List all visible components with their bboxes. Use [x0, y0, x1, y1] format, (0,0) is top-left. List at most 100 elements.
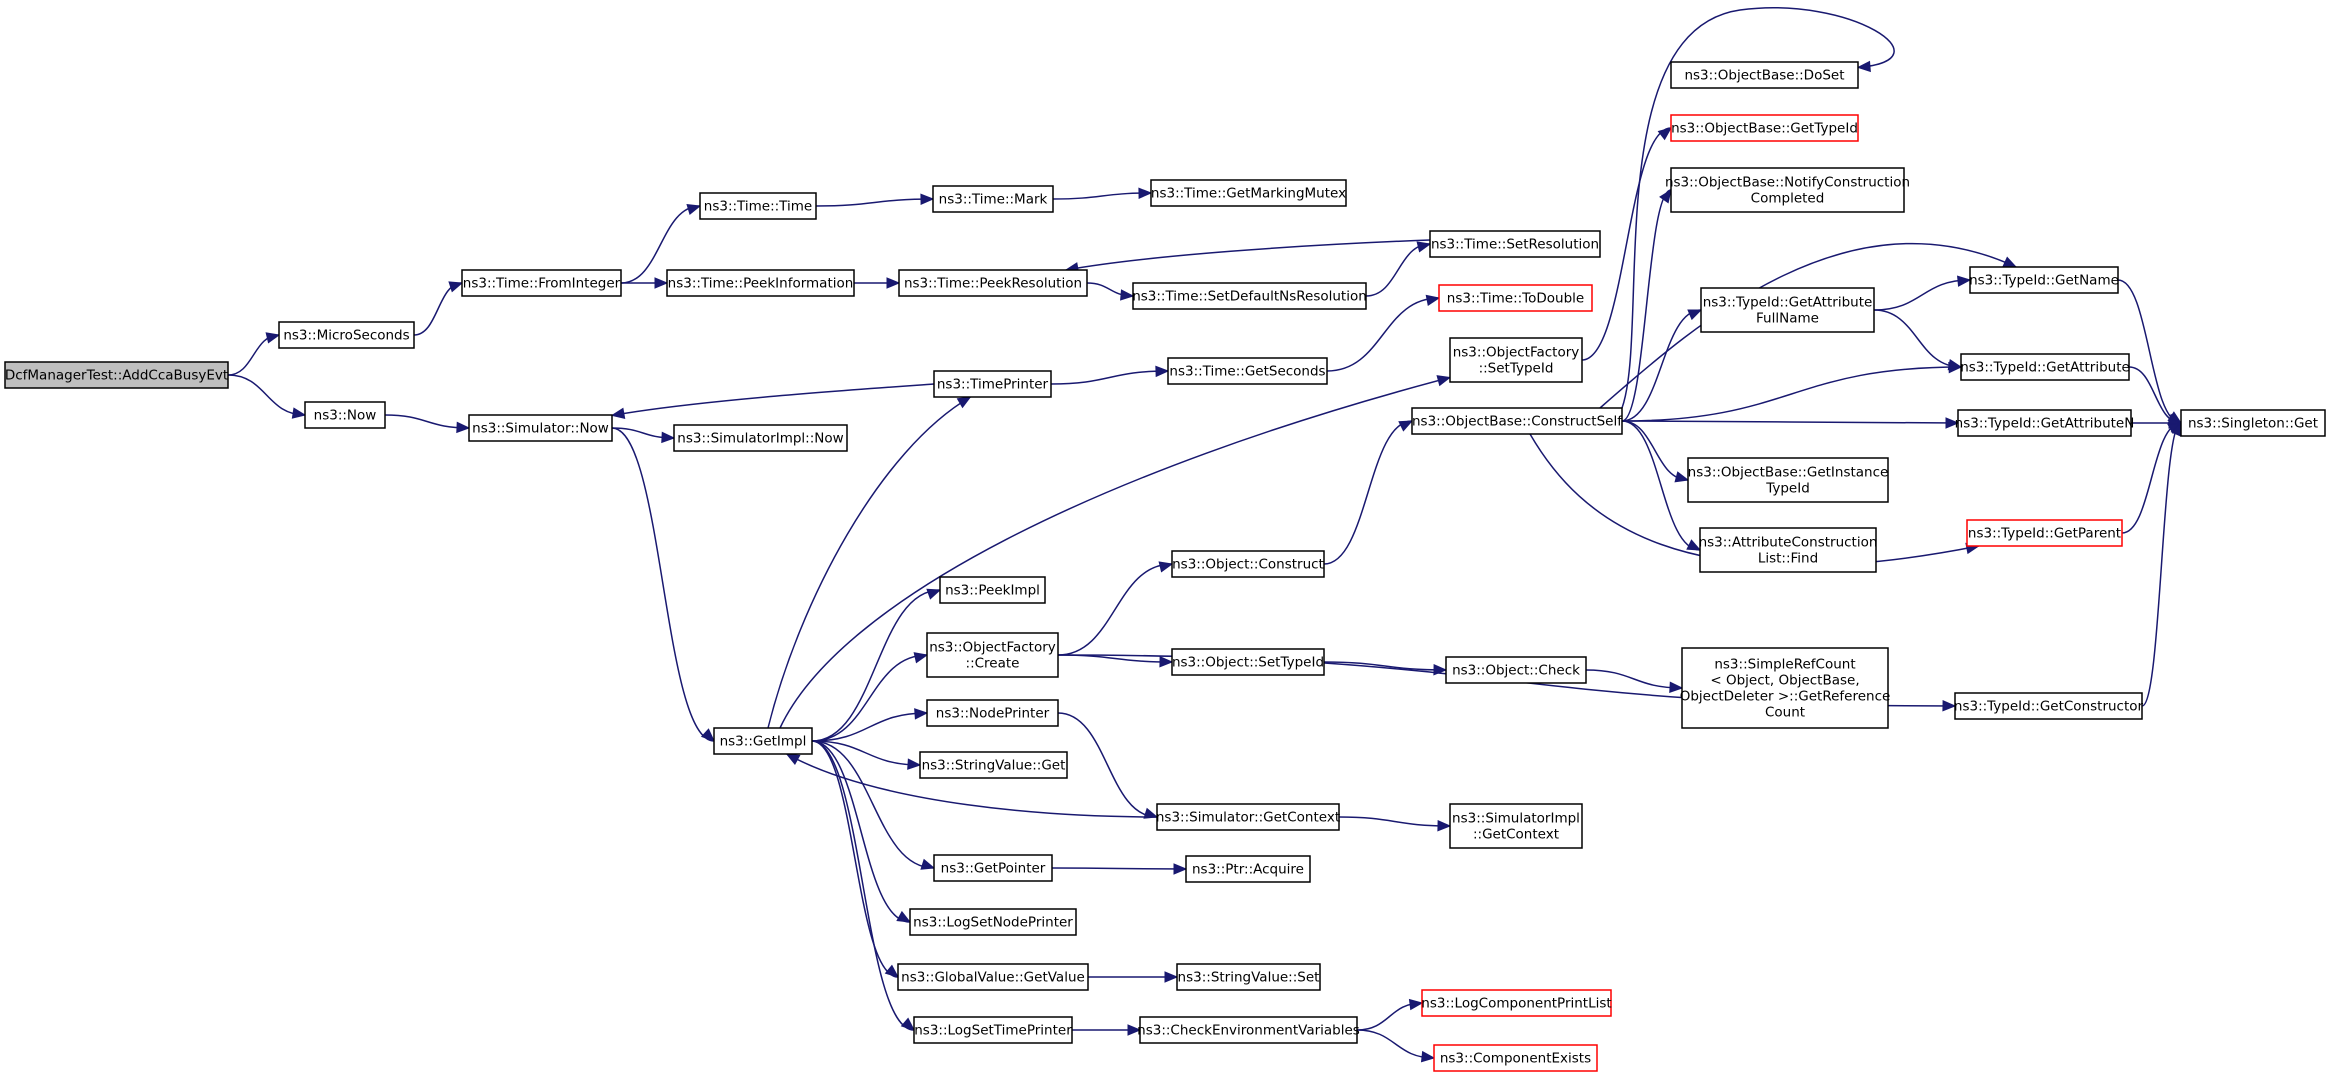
node-box[interactable] — [897, 963, 1089, 991]
node-peekinfo[interactable]: ns3::Time::PeekInformation — [666, 269, 855, 297]
node-checkenv[interactable]: ns3::CheckEnvironmentVariables — [1137, 1016, 1360, 1044]
node-box[interactable] — [461, 269, 622, 297]
node-box[interactable] — [1185, 855, 1311, 883]
node-peekres[interactable]: ns3::Time::PeekResolution — [898, 269, 1088, 297]
node-setdefns[interactable]: ns3::Time::SetDefaultNsResolution — [1132, 282, 1367, 310]
node-todouble[interactable]: ns3::Time::ToDouble — [1438, 284, 1593, 312]
node-box[interactable] — [1449, 803, 1583, 849]
node-box[interactable] — [926, 632, 1059, 678]
node-box[interactable] — [1681, 647, 1889, 729]
node-box[interactable] — [1429, 230, 1601, 258]
node-compexists[interactable]: ns3::ComponentExists — [1433, 1044, 1598, 1072]
node-box[interactable] — [909, 908, 1077, 936]
node-ofsettypeid[interactable]: ns3::ObjectFactory::SetTypeId — [1449, 337, 1583, 383]
node-now[interactable]: ns3::Now — [304, 401, 386, 429]
node-box[interactable] — [1167, 357, 1328, 385]
node-box[interactable] — [1670, 61, 1859, 89]
node-tidgetattrn[interactable]: ns3::TypeId::GetAttributeN — [1955, 409, 2135, 437]
node-box[interactable] — [1150, 179, 1347, 207]
node-implgetctx[interactable]: ns3::SimulatorImpl::GetContext — [1449, 803, 1583, 849]
node-tidgetname[interactable]: ns3::TypeId::GetName — [1969, 266, 2119, 294]
node-box[interactable] — [2180, 409, 2326, 437]
node-nodeprinter[interactable]: ns3::NodePrinter — [926, 699, 1059, 727]
node-box[interactable] — [4, 361, 229, 389]
node-tidgetctor[interactable]: ns3::TypeId::GetConstructor — [1954, 692, 2144, 720]
node-box[interactable] — [1687, 457, 1889, 503]
node-doset[interactable]: ns3::ObjectBase::DoSet — [1670, 61, 1859, 89]
node-logsetnode[interactable]: ns3::LogSetNodePrinter — [909, 908, 1077, 936]
node-root[interactable]: DcfManagerTest::AddCcaBusyEvt — [4, 361, 229, 389]
node-implnow[interactable]: ns3::SimulatorImpl::Now — [673, 424, 848, 452]
node-srcgetref[interactable]: ns3::SimpleRefCount< Object, ObjectBase,… — [1680, 647, 1891, 729]
node-objconstruct[interactable]: ns3::Object::Construct — [1171, 550, 1325, 578]
node-box[interactable] — [304, 401, 386, 429]
node-singleton[interactable]: ns3::Singleton::Get — [2180, 409, 2326, 437]
node-tidgetattr[interactable]: ns3::TypeId::GetAttribute — [1960, 353, 2130, 381]
node-box[interactable] — [1670, 167, 1905, 213]
node-box[interactable] — [278, 321, 415, 349]
node-box[interactable] — [1969, 266, 2119, 294]
node-us[interactable]: ns3::MicroSeconds — [278, 321, 415, 349]
node-box[interactable] — [1699, 527, 1877, 573]
node-box[interactable] — [713, 727, 813, 755]
node-box[interactable] — [666, 269, 855, 297]
node-objcheck[interactable]: ns3::Object::Check — [1445, 656, 1587, 684]
node-logsettime[interactable]: ns3::LogSetTimePrinter — [913, 1016, 1073, 1044]
node-box[interactable] — [1132, 282, 1367, 310]
node-setres[interactable]: ns3::Time::SetResolution — [1429, 230, 1601, 258]
node-ptracquire[interactable]: ns3::Ptr::Acquire — [1185, 855, 1311, 883]
node-box[interactable] — [933, 370, 1052, 398]
node-box[interactable] — [1411, 407, 1623, 435]
node-getseconds[interactable]: ns3::Time::GetSeconds — [1167, 357, 1328, 385]
node-box[interactable] — [1445, 656, 1587, 684]
node-box[interactable] — [932, 185, 1054, 213]
node-box[interactable] — [1438, 284, 1593, 312]
node-peekimpl[interactable]: ns3::PeekImpl — [939, 576, 1046, 604]
node-box[interactable] — [919, 751, 1068, 779]
node-box[interactable] — [1139, 1016, 1358, 1044]
node-box[interactable] — [673, 424, 848, 452]
node-box[interactable] — [1449, 337, 1583, 383]
node-svset[interactable]: ns3::StringValue::Set — [1176, 963, 1321, 991]
node-ofcreate[interactable]: ns3::ObjectFactory::Create — [926, 632, 1059, 678]
node-getimpl[interactable]: ns3::GetImpl — [713, 727, 813, 755]
node-box[interactable] — [1670, 114, 1859, 142]
node-obgettypeid[interactable]: ns3::ObjectBase::GetTypeId — [1670, 114, 1859, 142]
node-box[interactable] — [1156, 803, 1340, 831]
node-box[interactable] — [933, 854, 1053, 882]
node-fromint[interactable]: ns3::Time::FromInteger — [461, 269, 622, 297]
node-box[interactable] — [1966, 519, 2123, 547]
node-box[interactable] — [1700, 287, 1875, 333]
node-box[interactable] — [1954, 692, 2143, 720]
node-box[interactable] — [1176, 963, 1321, 991]
node-box[interactable] — [1433, 1044, 1598, 1072]
node-box[interactable] — [1421, 989, 1612, 1017]
node-box[interactable] — [699, 192, 817, 220]
node-mark[interactable]: ns3::Time::Mark — [932, 185, 1054, 213]
node-getpointer[interactable]: ns3::GetPointer — [933, 854, 1053, 882]
node-box[interactable] — [1957, 409, 2132, 437]
node-getmutex[interactable]: ns3::Time::GetMarkingMutex — [1150, 179, 1347, 207]
node-tidgetparent[interactable]: ns3::TypeId::GetParent — [1966, 519, 2123, 547]
node-box[interactable] — [926, 699, 1059, 727]
node-logcpl[interactable]: ns3::LogComponentPrintList — [1421, 989, 1612, 1017]
node-timetime[interactable]: ns3::Time::Time — [699, 192, 817, 220]
node-simgetctx[interactable]: ns3::Simulator::GetContext — [1156, 803, 1340, 831]
node-notifyconst[interactable]: ns3::ObjectBase::NotifyConstructionCompl… — [1665, 167, 1910, 213]
node-constructself[interactable]: ns3::ObjectBase::ConstructSelf — [1411, 407, 1623, 435]
node-box[interactable] — [1171, 550, 1325, 578]
node-box[interactable] — [1960, 353, 2130, 381]
node-gvgetvalue[interactable]: ns3::GlobalValue::GetValue — [897, 963, 1089, 991]
node-box[interactable] — [468, 414, 613, 442]
node-timeprinter[interactable]: ns3::TimePrinter — [933, 370, 1052, 398]
node-box[interactable] — [913, 1016, 1073, 1044]
node-box[interactable] — [939, 576, 1046, 604]
node-simnow[interactable]: ns3::Simulator::Now — [468, 414, 613, 442]
node-box[interactable] — [1171, 648, 1325, 676]
node-objsettypeid[interactable]: ns3::Object::SetTypeId — [1171, 648, 1325, 676]
node-svget[interactable]: ns3::StringValue::Get — [919, 751, 1068, 779]
node-box[interactable] — [898, 269, 1088, 297]
